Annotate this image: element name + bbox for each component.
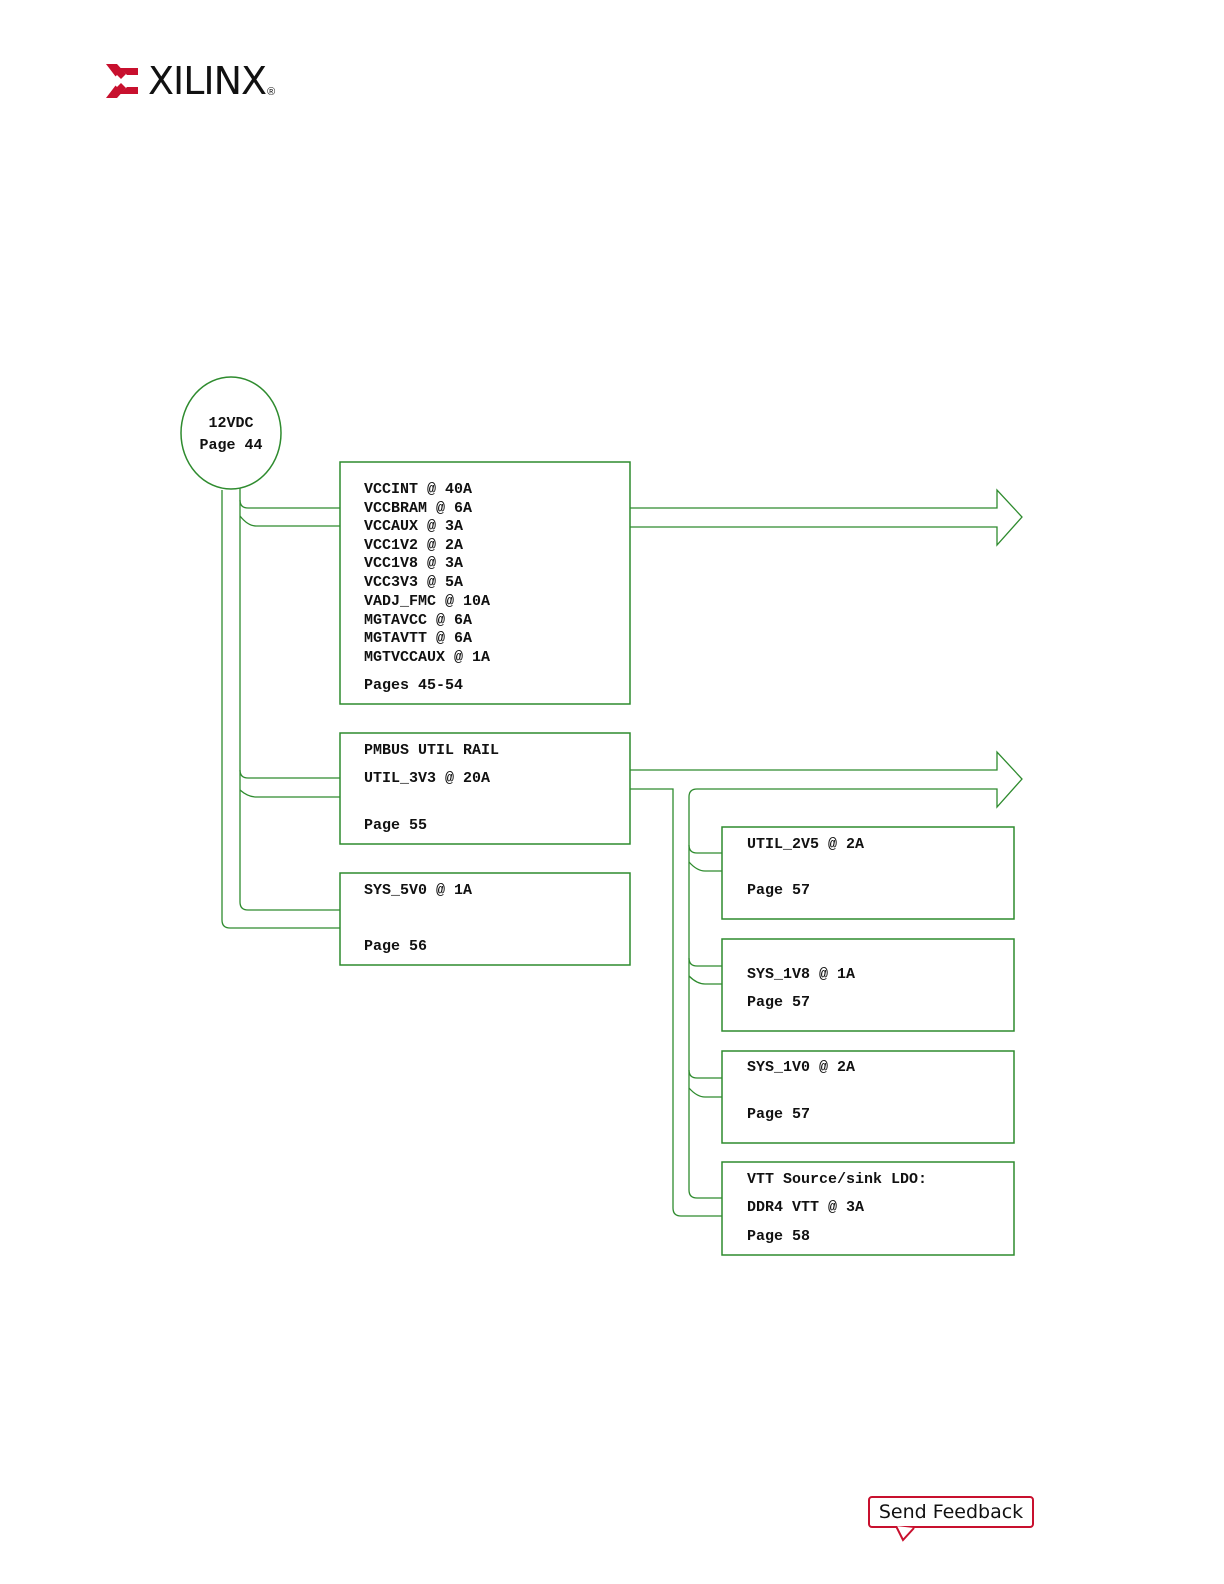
rail-ddr4-vtt: DDR4 VTT @ 3A	[747, 1199, 864, 1216]
rail-mgtavcc: MGTAVCC @ 6A	[364, 612, 472, 629]
rail-vccint: VCCINT @ 40A	[364, 481, 472, 498]
box-title: PMBUS UTIL RAIL	[364, 742, 499, 759]
source-wires	[221, 488, 340, 929]
xilinx-logo: XILINX ®	[106, 62, 275, 100]
box-page: Page 58	[747, 1228, 810, 1245]
rail-sys-1v8: SYS_1V8 @ 1A	[747, 966, 855, 983]
rail-mgtvccaux: MGTVCCAUX @ 1A	[364, 649, 490, 666]
rail-vccaux: VCCAUX @ 3A	[364, 518, 463, 535]
rail-util-3v3: UTIL_3V3 @ 20A	[364, 770, 490, 787]
box-util-2v5: UTIL_2V5 @ 2A Page 57	[721, 826, 1015, 920]
rail-vadj-fmc: VADJ_FMC @ 10A	[364, 593, 490, 610]
xilinx-mark-icon	[106, 64, 138, 98]
rail-sys-5v0: SYS_5V0 @ 1A	[364, 882, 472, 899]
source-page: Page 44	[199, 437, 262, 454]
box-pmbus-util: PMBUS UTIL RAIL UTIL_3V3 @ 20A Page 55	[339, 732, 631, 845]
util-3v3-arrow	[630, 750, 1023, 1217]
box-sys-5v0: SYS_5V0 @ 1A Page 56	[339, 872, 631, 966]
box-vtt: VTT Source/sink LDO: DDR4 VTT @ 3A Page …	[721, 1161, 1015, 1256]
box-page: Pages 45-54	[364, 677, 463, 694]
rail-vcc1v2: VCC1V2 @ 2A	[364, 537, 463, 554]
speech-tail-icon	[895, 1526, 915, 1542]
rail-vcc3v3: VCC3V3 @ 5A	[364, 574, 463, 591]
rail-sys-1v0: SYS_1V0 @ 2A	[747, 1059, 855, 1076]
rail-vccbram: VCCBRAM @ 6A	[364, 500, 472, 517]
logo-wordmark: XILINX	[148, 59, 267, 103]
box-title: VTT Source/sink LDO:	[747, 1171, 927, 1188]
rail-mgtavtt: MGTAVTT @ 6A	[364, 630, 472, 647]
source-12vdc: 12VDC Page 44	[180, 376, 282, 490]
box-page: Page 57	[747, 882, 810, 899]
send-feedback-label: Send Feedback	[878, 1501, 1024, 1523]
box-fpga-rails: VCCINT @ 40A VCCBRAM @ 6A VCCAUX @ 3A VC…	[339, 461, 631, 705]
box-page: Page 55	[364, 817, 427, 834]
box-page: Page 56	[364, 938, 427, 955]
registered-mark: ®	[267, 86, 276, 98]
box-sys-1v0: SYS_1V0 @ 2A Page 57	[721, 1050, 1015, 1144]
box-sys-1v8: SYS_1V8 @ 1A Page 57	[721, 938, 1015, 1032]
send-feedback-button[interactable]: Send Feedback	[868, 1496, 1034, 1528]
source-label: 12VDC	[208, 415, 253, 432]
box-page: Page 57	[747, 1106, 810, 1123]
box-page: Page 57	[747, 994, 810, 1011]
rail-vcc1v8: VCC1V8 @ 3A	[364, 555, 463, 572]
fpga-rails-arrow	[630, 488, 1023, 547]
rail-util-2v5: UTIL_2V5 @ 2A	[747, 836, 864, 853]
